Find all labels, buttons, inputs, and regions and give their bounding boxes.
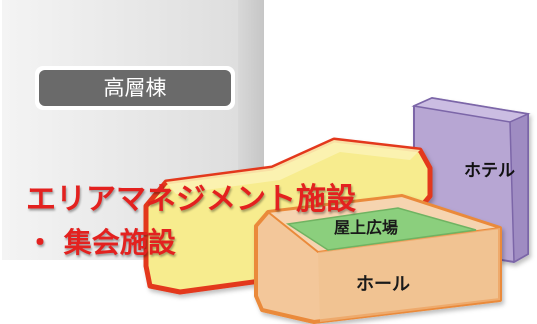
- assembly-facility-label: ・ 集会施設: [26, 226, 176, 259]
- hall-building: [254, 194, 502, 324]
- area-management-label: エリアマネジメント施設: [26, 182, 356, 217]
- tower-label: 高層棟: [103, 76, 167, 100]
- hall-label: ホール: [356, 274, 410, 295]
- tower-label-box: [39, 70, 231, 106]
- hotel-label: ホテル: [464, 161, 515, 181]
- rooftop-plaza-label: 屋上広場: [334, 218, 399, 237]
- rooftop-plaza-area: [285, 207, 477, 251]
- tower-building: [2, 0, 264, 262]
